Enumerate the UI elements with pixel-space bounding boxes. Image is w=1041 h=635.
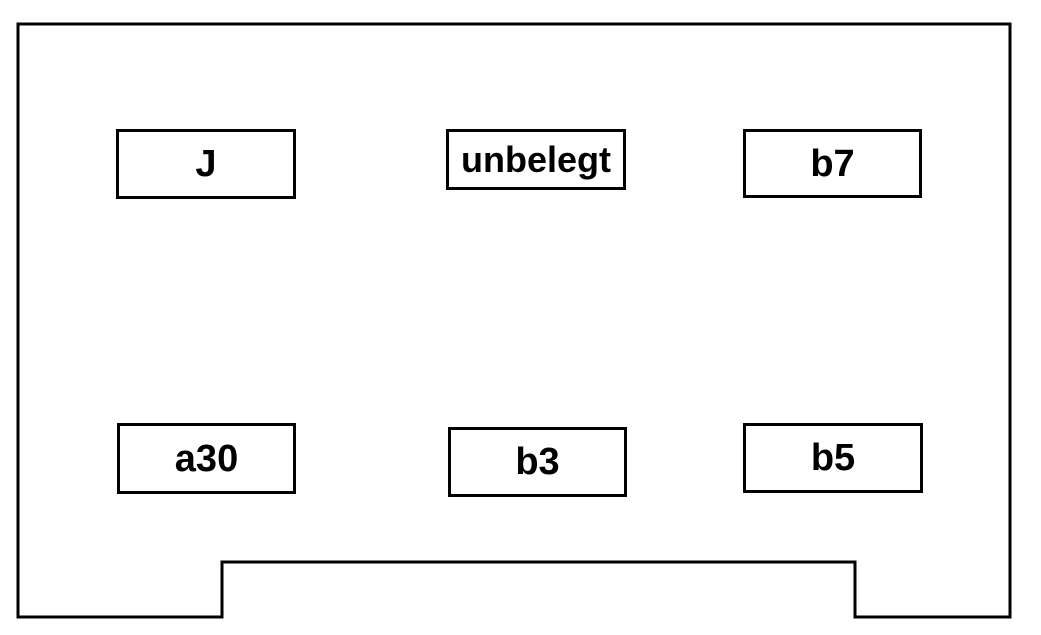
connector-housing-shape (16, 22, 1012, 619)
pin-label-b3: b3 (515, 441, 560, 483)
pin-label-b7: b7 (810, 142, 855, 185)
pin-label-j: J (195, 143, 217, 185)
pin-label-unbelegt: unbelegt (461, 138, 611, 180)
pin-box-j: J (116, 129, 296, 199)
pin-box-a30: a30 (117, 423, 296, 494)
pin-box-b7: b7 (743, 129, 922, 198)
pin-box-b3: b3 (448, 427, 627, 497)
pin-label-b5: b5 (810, 437, 856, 479)
pin-label-a30: a30 (174, 437, 239, 480)
pin-box-b5: b5 (743, 423, 923, 493)
pin-box-unbelegt: unbelegt (446, 129, 626, 190)
